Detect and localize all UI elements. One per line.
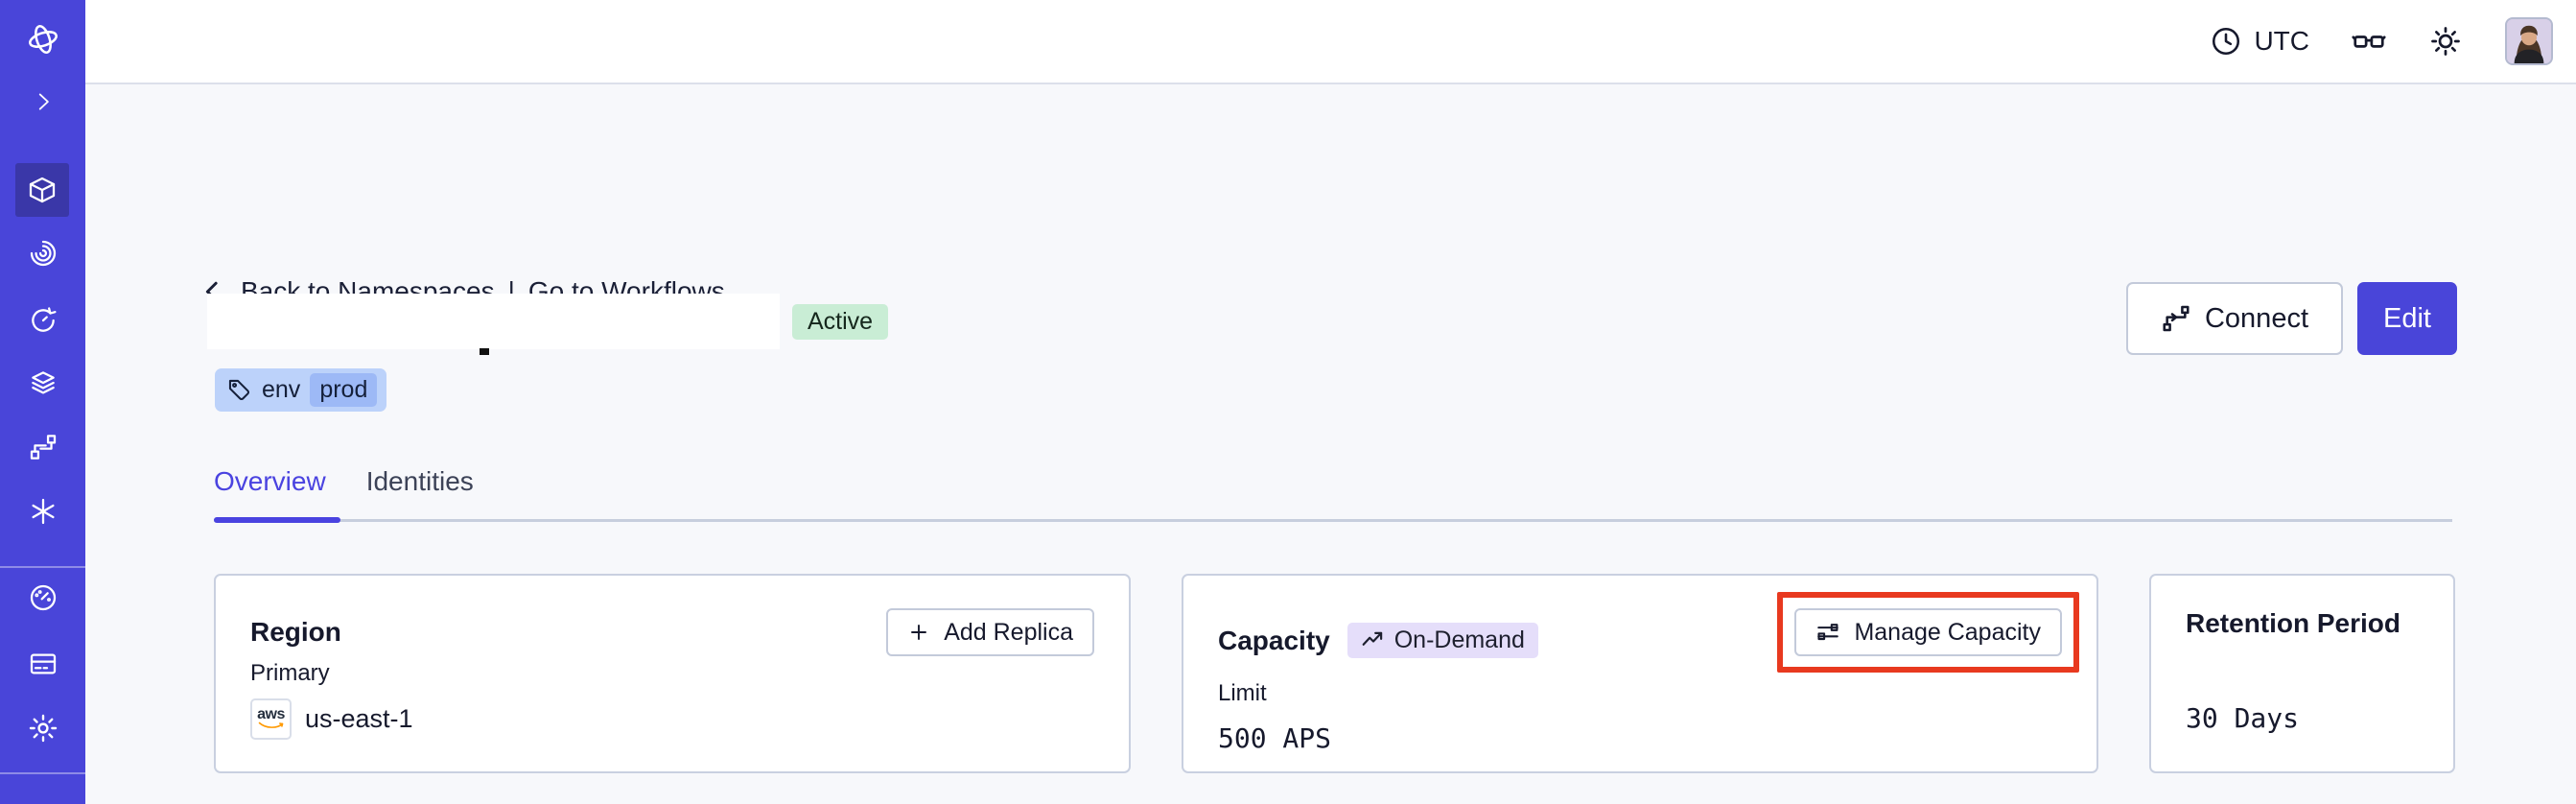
nexus-asterisk-icon: [31, 498, 55, 525]
limit-label: Limit: [1218, 680, 1267, 706]
temporal-logo-icon[interactable]: [0, 12, 85, 66]
namespace-detail-page: Back to Namespaces | Go to Workflows Act…: [85, 84, 2576, 804]
capacity-card-title: Capacity: [1218, 625, 1330, 655]
sidebar-item-namespaces[interactable]: [15, 163, 69, 217]
timezone-label: UTC: [2254, 26, 2309, 56]
highlight-annotation-box: Manage Capacity: [1777, 592, 2079, 673]
data-converter-glasses-button[interactable]: [2352, 24, 2386, 59]
retention-card: Retention Period 30 Days: [2149, 574, 2455, 773]
manage-capacity-label: Manage Capacity: [1854, 618, 2041, 646]
aws-logo-icon: aws: [250, 698, 292, 740]
namespaces-cube-icon: [29, 177, 56, 203]
status-badge: Active: [792, 304, 889, 340]
manage-capacity-button[interactable]: Manage Capacity: [1794, 608, 2062, 656]
sidebar-item-billing[interactable]: [0, 637, 85, 691]
sidebar-item-workflows[interactable]: [0, 226, 85, 280]
billing-card-icon: [30, 653, 56, 674]
edit-button[interactable]: Edit: [2357, 282, 2457, 355]
sidebar-divider: [0, 566, 85, 568]
sidebar-item-deployments[interactable]: [0, 356, 85, 410]
tag-key: env: [262, 376, 301, 403]
on-demand-badge: On-Demand: [1347, 623, 1538, 658]
sun-icon: [2431, 27, 2460, 56]
tag-icon: [228, 379, 250, 401]
connect-flow-icon: [2163, 305, 2190, 332]
schedules-clock-icon: [31, 307, 57, 332]
namespace-tag-chip[interactable]: env prod: [215, 368, 387, 412]
theme-toggle-button[interactable]: [2428, 24, 2463, 59]
sidebar-item-usage[interactable]: [0, 571, 85, 625]
sliders-icon: [1817, 624, 1839, 641]
sidebar-item-settings[interactable]: [0, 701, 85, 755]
namespace-name-redacted: [207, 294, 780, 349]
region-value: us-east-1: [305, 704, 413, 733]
partial-bottom-icon[interactable]: [0, 791, 85, 804]
glasses-icon: [2352, 35, 2386, 48]
sidebar-item-nexus[interactable]: [0, 485, 85, 538]
tag-value: prod: [310, 373, 378, 407]
active-tab-indicator: [214, 517, 340, 523]
tab-bar: Overview Identities: [214, 466, 474, 516]
region-card-title: Region: [250, 617, 341, 647]
add-replica-label: Add Replica: [944, 618, 1073, 646]
add-replica-button[interactable]: Add Replica: [886, 608, 1094, 656]
aws-swoosh: [258, 721, 283, 728]
limit-value: 500 APS: [1218, 722, 1332, 754]
sidebar-divider: [0, 772, 85, 774]
clock-icon: [2213, 27, 2240, 56]
deployments-layers-icon: [31, 371, 55, 394]
sidebar-expand-chevron-icon[interactable]: [0, 75, 85, 129]
sidebar-item-schedules[interactable]: [0, 294, 85, 347]
connect-button-label: Connect: [2204, 302, 2308, 334]
tab-overview[interactable]: Overview: [214, 466, 326, 496]
trending-up-icon: [1362, 631, 1382, 646]
timezone-selector[interactable]: UTC: [2210, 25, 2309, 58]
primary-label: Primary: [250, 660, 330, 686]
batch-operations-icon: [30, 435, 56, 460]
plus-icon: [911, 625, 927, 640]
capacity-card: Capacity On-Demand: [1182, 574, 2098, 773]
workflows-spiral-icon: [30, 240, 56, 267]
connect-button[interactable]: Connect: [2126, 282, 2343, 355]
region-card: Region Add Replica Primary aws us-east-1: [214, 574, 1131, 773]
tab-divider: [214, 519, 2452, 522]
usage-gauge-icon: [30, 584, 56, 611]
sidebar-item-batch-operations[interactable]: [0, 420, 85, 474]
retention-card-title: Retention Period: [2186, 608, 2401, 638]
retention-value: 30 Days: [2186, 702, 2300, 734]
breadcrumb-separator: |: [507, 276, 515, 306]
user-avatar[interactable]: [2505, 17, 2553, 65]
sidebar: [0, 0, 85, 804]
tab-identities[interactable]: Identities: [365, 466, 474, 496]
avatar-image: [2507, 19, 2551, 63]
settings-gear-icon: [29, 714, 57, 743]
namespace-name-fragment: [480, 348, 489, 355]
topbar: UTC: [85, 0, 2576, 84]
edit-button-label: Edit: [2383, 302, 2431, 334]
